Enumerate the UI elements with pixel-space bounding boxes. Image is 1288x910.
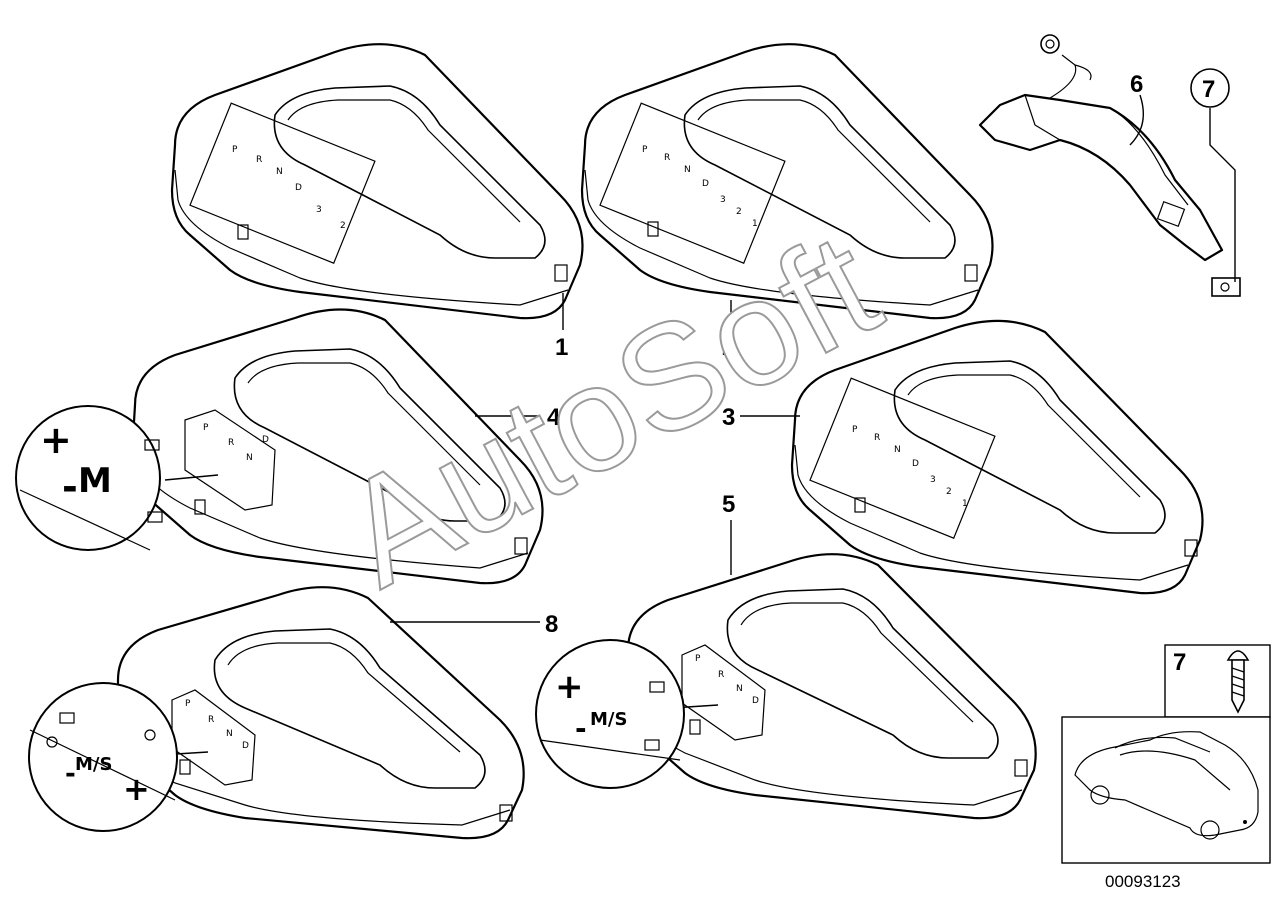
callouts: 1 2 3 4 5 6 7 8 bbox=[390, 68, 1236, 638]
callout-7-circle bbox=[1190, 68, 1230, 108]
svg-text:3: 3 bbox=[316, 205, 322, 215]
svg-text:P: P bbox=[203, 423, 209, 433]
gear-marks-4: P R N D bbox=[203, 423, 269, 463]
callout-8: 8 bbox=[545, 611, 558, 638]
zoom-detail-5: + M/S - bbox=[535, 639, 685, 789]
gear-marks-3: P R N D 3 2 1 bbox=[852, 425, 968, 509]
svg-text:M: M bbox=[78, 461, 112, 501]
svg-text:+: + bbox=[555, 667, 584, 707]
svg-text:D: D bbox=[912, 459, 919, 469]
svg-text:N: N bbox=[246, 453, 253, 463]
callout-5: 5 bbox=[722, 491, 735, 518]
svg-text:R: R bbox=[208, 715, 214, 725]
svg-text:P: P bbox=[642, 145, 648, 155]
gear-marks-1: P R N D 3 2 bbox=[232, 145, 346, 231]
car-location-thumbnail bbox=[1061, 716, 1271, 864]
svg-text:P: P bbox=[185, 699, 191, 709]
svg-text:R: R bbox=[664, 153, 670, 163]
part-5-selector-trim: P R N D bbox=[626, 553, 1037, 820]
svg-text:P: P bbox=[852, 425, 858, 435]
callout-2: 2 bbox=[722, 334, 735, 361]
part-2-selector-trim: P R N D 3 2 1 bbox=[580, 43, 994, 320]
svg-text:2: 2 bbox=[340, 221, 346, 231]
legend-screw-box: 7 bbox=[1164, 644, 1271, 718]
svg-text:D: D bbox=[242, 741, 249, 751]
svg-text:N: N bbox=[736, 684, 743, 694]
legend-callout-7: 7 bbox=[1173, 649, 1186, 676]
gear-marks-2: P R N D 3 2 1 bbox=[642, 145, 758, 229]
part-1-selector-trim: P R N D 3 2 bbox=[170, 43, 584, 320]
svg-text:D: D bbox=[752, 696, 759, 706]
callout-3: 3 bbox=[722, 404, 735, 431]
svg-text:3: 3 bbox=[720, 195, 726, 205]
svg-text:-: - bbox=[65, 759, 76, 789]
svg-text:+: + bbox=[40, 418, 72, 462]
svg-text:2: 2 bbox=[946, 487, 952, 497]
reference-number: 00093123 bbox=[1105, 872, 1181, 891]
svg-text:R: R bbox=[718, 670, 724, 680]
gear-marks-5: P R N D bbox=[695, 654, 759, 706]
screw-icon bbox=[1226, 650, 1250, 714]
part-8-selector-trim: P R N D bbox=[116, 586, 525, 840]
svg-text:R: R bbox=[228, 438, 234, 448]
zoom-detail-8: M/S - + bbox=[28, 682, 178, 832]
callout-4: 4 bbox=[547, 404, 561, 431]
callout-6: 6 bbox=[1130, 71, 1143, 98]
part-6-bracket bbox=[978, 34, 1241, 297]
svg-text:-: - bbox=[62, 465, 78, 509]
svg-text:P: P bbox=[695, 654, 701, 664]
svg-text:M/S: M/S bbox=[590, 709, 627, 730]
callout-1: 1 bbox=[555, 334, 568, 361]
svg-text:+: + bbox=[123, 770, 150, 808]
gear-marks-8: P R N D bbox=[185, 699, 249, 751]
svg-text:R: R bbox=[874, 433, 880, 443]
svg-text:R: R bbox=[256, 155, 262, 165]
svg-text:N: N bbox=[684, 165, 691, 175]
callout-7: 7 bbox=[1202, 76, 1215, 103]
svg-text:N: N bbox=[894, 445, 901, 455]
svg-text:M/S: M/S bbox=[75, 754, 112, 775]
svg-text:N: N bbox=[276, 167, 283, 177]
svg-text:D: D bbox=[262, 435, 269, 445]
zoom-detail-4: + M - bbox=[15, 405, 163, 551]
svg-text:-: - bbox=[575, 712, 587, 745]
svg-text:2: 2 bbox=[736, 207, 742, 217]
svg-text:N: N bbox=[226, 729, 233, 739]
svg-text:P: P bbox=[232, 145, 238, 155]
svg-text:D: D bbox=[295, 183, 302, 193]
svg-text:3: 3 bbox=[930, 475, 936, 485]
svg-text:1: 1 bbox=[752, 219, 758, 229]
part-3-selector-trim: P R N D 3 2 1 bbox=[790, 319, 1204, 595]
svg-text:D: D bbox=[702, 179, 709, 189]
svg-text:1: 1 bbox=[962, 499, 968, 509]
